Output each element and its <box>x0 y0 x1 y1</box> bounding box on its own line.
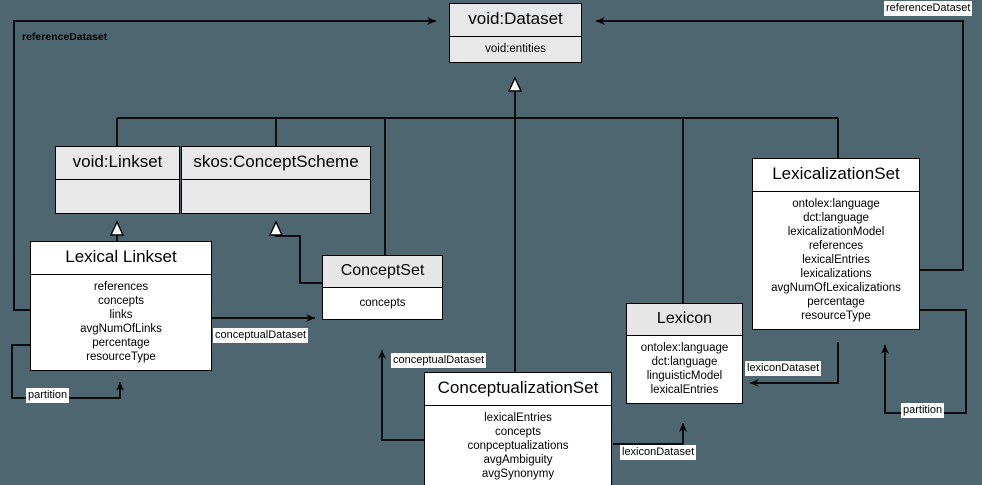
edge-gen-conceptset-to-skos <box>276 222 322 284</box>
class-lexical-linkset[interactable]: Lexical Linkset references concepts link… <box>30 241 212 371</box>
edge-label-lexicon-dataset-bottom: lexiconDataset <box>620 445 697 460</box>
class-lexicalizationset-attributes: ontolex:language dct:language lexicaliza… <box>753 192 919 329</box>
class-conceptset-attributes: concepts <box>323 288 442 319</box>
class-conceptset[interactable]: ConceptSet concepts <box>322 255 443 320</box>
edge-label-partition-right: partition <box>901 403 945 418</box>
attribute-item: resourceType <box>801 309 871 322</box>
edge-label-lexicon-dataset-right: lexiconDataset <box>745 361 822 376</box>
class-lexicon[interactable]: Lexicon ontolex:language dct:language li… <box>626 303 743 404</box>
class-conceptualizationset-attributes: lexicalEntries concepts conpceptualizati… <box>425 406 611 485</box>
class-void-linkset-attributes <box>56 179 179 213</box>
edge-label-reference-dataset-topright: referenceDataset <box>884 1 973 16</box>
class-void-linkset[interactable]: void:Linkset <box>55 146 180 214</box>
class-conceptset-title: ConceptSet <box>323 256 442 288</box>
class-conceptualizationset[interactable]: ConceptualizationSet lexicalEntries conc… <box>424 372 612 485</box>
attribute-item: references <box>93 280 149 293</box>
attribute-item: dct:language <box>803 211 869 224</box>
attribute-item: lexicalEntries <box>802 253 870 266</box>
class-conceptualizationset-title: ConceptualizationSet <box>425 373 611 406</box>
class-lexicalizationset[interactable]: LexicalizationSet ontolex:language dct:l… <box>752 158 920 330</box>
class-skos-conceptscheme-title: skos:ConceptScheme <box>182 147 370 180</box>
attribute-item: lexicalEntries <box>650 383 719 396</box>
attribute-item: percentage <box>807 295 865 308</box>
attribute-item: concepts <box>359 296 406 309</box>
attribute-item: lexicalizations <box>800 267 872 280</box>
class-void-dataset-attributes: void:entities <box>450 36 581 62</box>
attribute-item: ontolex:language <box>640 341 729 354</box>
class-lexicon-title: Lexicon <box>627 304 742 336</box>
edge-lexicon-dataset-bottom <box>613 423 687 445</box>
attribute-item: ontolex:language <box>792 197 880 210</box>
class-lexical-linkset-attributes: references concepts links avgNumOfLinks … <box>31 275 211 370</box>
attribute-item: lexicalEntries <box>484 411 552 424</box>
attribute-item: references <box>808 239 864 252</box>
attribute-item: lexicalizationModel <box>787 225 885 238</box>
attribute-item: avgSynonymy <box>481 467 555 480</box>
class-void-linkset-title: void:Linkset <box>56 147 179 180</box>
class-lexicon-attributes: ontolex:language dct:language linguistic… <box>627 336 742 403</box>
class-lexicalizationset-title: LexicalizationSet <box>753 159 919 192</box>
attribute-item: linguisticModel <box>646 369 723 382</box>
edge-label-reference-dataset-topleft: referenceDataset <box>22 31 108 43</box>
class-lexical-linkset-title: Lexical Linkset <box>31 242 211 275</box>
edge-label-partition-left: partition <box>26 388 70 403</box>
attribute-item: links <box>109 308 133 321</box>
edge-label-conceptual-dataset-mid: conceptualDataset <box>391 353 487 368</box>
attribute-item: resourceType <box>86 350 156 363</box>
attribute-item: avgAmbiguity <box>483 453 553 466</box>
attribute-item: concepts <box>97 294 145 307</box>
attribute-item: void:entities <box>485 42 546 55</box>
class-void-dataset[interactable]: void:Dataset void:entities <box>449 3 582 63</box>
attribute-item: avgNumOfLinks <box>80 322 162 335</box>
attribute-item: concepts <box>494 425 542 438</box>
attribute-item: percentage <box>92 336 150 349</box>
class-skos-conceptscheme-attributes <box>182 179 370 213</box>
attribute-item: conpceptualizations <box>467 439 569 452</box>
edge-label-conceptual-dataset-left: conceptualDataset <box>213 328 309 343</box>
attribute-item: avgNumOfLexicalizations <box>771 281 901 294</box>
class-void-dataset-title: void:Dataset <box>450 4 581 37</box>
class-skos-conceptscheme[interactable]: skos:ConceptScheme <box>181 146 371 214</box>
attribute-item: dct:language <box>651 355 718 368</box>
